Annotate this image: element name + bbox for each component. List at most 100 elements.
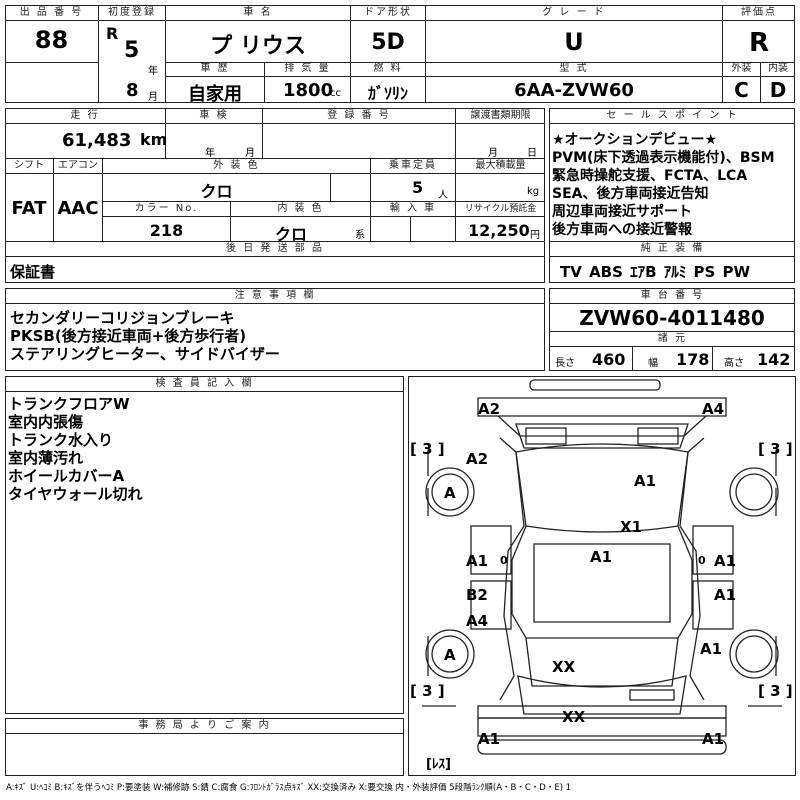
chassis-label: 車 台 番 号 <box>640 290 705 301</box>
inspection-label: 車 検 <box>199 110 229 121</box>
later-parts-label: 後 日 発 送 部 品 <box>226 243 324 254</box>
notes-section <box>5 288 545 371</box>
sales-point-line: 周辺車両接近サポート <box>552 204 692 220</box>
colorno-label: カラー No. <box>134 203 199 214</box>
mark-hood: A1 <box>634 472 656 490</box>
fuel: ｶﾞｿﾘﾝ <box>367 84 408 103</box>
mark-left-front-door: A1 <box>466 552 488 570</box>
roof <box>533 543 671 623</box>
left-rear-wheel <box>425 629 475 679</box>
shift-label: シフト <box>14 160 44 171</box>
load-unit: kg <box>527 186 540 197</box>
name-label: 車 名 <box>243 7 273 18</box>
rear-bumper <box>477 717 727 737</box>
sales-point-line: SEA、後方車両接近告知 <box>552 186 709 202</box>
note-line: PKSB(後方接近車両+後方歩行者) <box>10 327 247 345</box>
sales-point-line: PVM(床下透過表示機能付)、BSM <box>552 150 775 166</box>
inspector-line: 室内内張傷 <box>8 413 84 431</box>
lot-number: 88 <box>34 26 69 54</box>
grade-label: グ レ ー ド <box>542 7 606 18</box>
shift: FAT <box>11 198 47 219</box>
sales-points-list: ★オークションデビュー★ PVM(床下透過表示機能付)、BSM 緊急時操舵支援、… <box>552 131 775 239</box>
sales-point-line: 後方車両への接近警報 <box>552 222 692 238</box>
front-bumper <box>477 397 727 417</box>
mark-right-front-door: A1 <box>714 552 736 570</box>
capacity-label: 乗車定員 <box>389 160 437 171</box>
sales-point-line: 緊急時操舵支援、FCTA、LCA <box>552 168 748 184</box>
note-line: ステアリングヒーター、サイドバイザー <box>10 345 280 363</box>
recycle-unit: 円 <box>530 230 540 241</box>
mark-small: 0 <box>698 554 706 567</box>
left-headlight <box>525 427 567 445</box>
equipment-label: 純 正 装 備 <box>640 243 705 254</box>
mark-left-front-fender: A2 <box>466 450 488 468</box>
cabin <box>511 525 693 639</box>
displacement-label: 排 気 量 <box>284 63 331 74</box>
history-label: 車 歴 <box>200 63 230 74</box>
right-headlight <box>637 427 679 445</box>
mark-left-front-wheel: A <box>444 484 456 502</box>
ac-label: エアコン <box>58 160 98 171</box>
lot-label: 出 品 番 号 <box>19 7 84 18</box>
plate-label: 登 録 番 号 <box>327 110 391 121</box>
tire-bracket: [ 3 ] <box>410 682 445 700</box>
sales-point-line: ★オークションデビュー★ <box>552 132 718 148</box>
right-front-door-frame <box>692 525 734 575</box>
load-label: 最大積載量 <box>475 160 526 171</box>
note-line: セカンダリーコリジョンブレーキ <box>10 309 235 327</box>
length-label: 長さ <box>555 358 575 369</box>
grille <box>515 423 689 449</box>
spare-tire-label: [ﾚｽ] <box>426 757 451 772</box>
inspector-line: ホイールカバーA <box>8 467 125 485</box>
tire-bracket: [ 3 ] <box>410 440 445 458</box>
mark-small: 0 <box>500 554 508 567</box>
inspector-list: トランクフロアW 室内内張傷 トランク水入り 室内薄汚れ ホイールカバーA タイ… <box>8 395 143 503</box>
later-parts: 保証書 <box>10 263 56 281</box>
ext-label: 外装 <box>731 63 752 74</box>
chassis-section <box>549 288 795 371</box>
left-front-wheel <box>425 467 475 517</box>
inspection-month-unit: 月 <box>245 148 255 159</box>
history: 自家用 <box>188 84 242 105</box>
inspector-label: 検 査 員 記 入 欄 <box>155 378 254 389</box>
left-rear-door-frame <box>470 580 512 630</box>
recycle-label: リサイクル預託金 <box>464 204 537 214</box>
month-unit: 月 <box>148 92 158 103</box>
fuel-label: 燃 料 <box>373 63 403 74</box>
damage-diagram: [ 3 ] [ 3 ] [ 3 ] [ 3 ] [ﾚｽ] A2 A4 A2 A1… <box>410 379 793 772</box>
height: 142 <box>757 350 791 369</box>
hood-edge <box>497 415 707 437</box>
intcolor-label: 内 装 色 <box>277 203 324 214</box>
mileage-label: 走 行 <box>70 110 100 121</box>
year-unit: 年 <box>148 66 158 77</box>
model-label: 型 式 <box>559 63 589 74</box>
mark-hood-lower: X1 <box>620 518 642 536</box>
score: R <box>748 28 770 58</box>
width-label: 幅 <box>648 358 658 369</box>
mark-right-rear-door: A1 <box>714 586 736 604</box>
first-reg-label: 初度登録 <box>108 7 156 18</box>
era: R <box>106 24 119 43</box>
right-front-wheel-inner <box>735 473 773 511</box>
inspector-line: トランクフロアW <box>8 395 130 413</box>
color-label: 外 装 色 <box>213 160 260 171</box>
recycle: 12,250 <box>468 221 530 240</box>
inspector-line: トランク水入り <box>8 431 114 449</box>
chassis-number: ZVW60-4011480 <box>579 306 765 330</box>
vehicle-info-section <box>5 108 545 283</box>
score-label: 評価点 <box>741 7 777 18</box>
damage-marks: [ 3 ] [ 3 ] [ 3 ] [ 3 ] [ﾚｽ] A2 A4 A2 A1… <box>410 400 793 772</box>
grade: U <box>564 28 584 56</box>
colorno: 218 <box>149 221 184 240</box>
mark-right-rear-quarter: A1 <box>700 640 722 658</box>
right-rear-wheel-inner <box>735 635 773 673</box>
car-name: プ リウス <box>210 34 306 59</box>
mark-front-left: A2 <box>478 400 500 418</box>
left-rear-wheel-inner <box>431 635 469 673</box>
mark-front-right: A4 <box>702 400 724 418</box>
transfer-month-unit: 月 <box>488 148 498 159</box>
left-front-wheel-inner <box>431 473 469 511</box>
right-rear-door-frame <box>692 580 734 630</box>
ext-score: C <box>734 78 749 102</box>
capacity: 5 <box>412 178 424 197</box>
